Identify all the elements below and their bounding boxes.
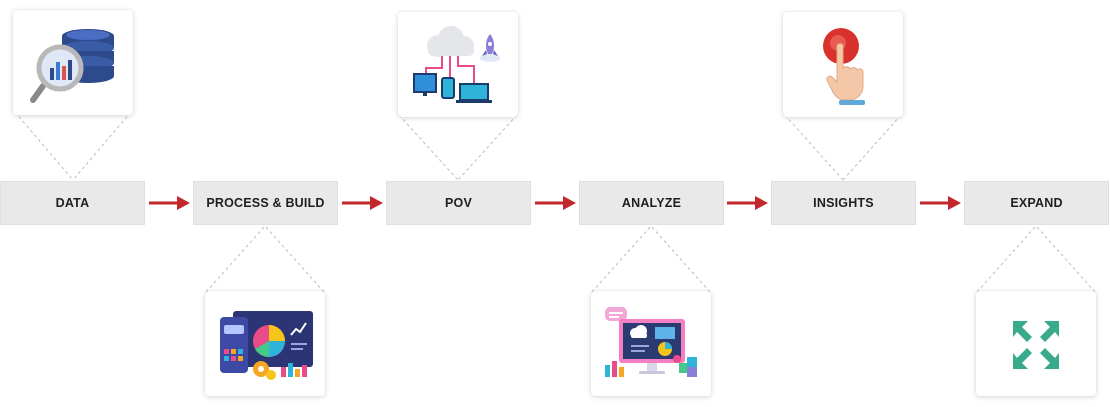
step-insights: INSIGHTS — [771, 181, 916, 225]
card-process-build — [205, 291, 325, 396]
cloud-network-rocket-icon — [413, 26, 500, 103]
arrow-right-icon — [535, 196, 576, 210]
analytics-monitor-icon — [605, 307, 697, 377]
card-insights — [783, 12, 903, 117]
step-process-build: PROCESS & BUILD — [193, 181, 338, 225]
arrow-right-icon — [727, 196, 768, 210]
arrow-right-icon — [342, 196, 383, 210]
card-analyze — [591, 291, 711, 396]
card-expand — [976, 291, 1096, 396]
finger-press-button-icon — [823, 28, 865, 105]
step-analyze: ANALYZE — [579, 181, 724, 225]
arrow-right-icon — [920, 196, 961, 210]
step-pov: POV — [386, 181, 531, 225]
step-data: DATA — [0, 181, 145, 225]
database-search-icon — [30, 29, 114, 103]
expand-arrows-icon — [1013, 321, 1059, 369]
step-expand: EXPAND — [964, 181, 1109, 225]
card-data — [13, 10, 133, 115]
dashboard-charts-icon — [220, 311, 313, 380]
card-pov — [398, 12, 518, 117]
arrow-right-icon — [149, 196, 190, 210]
